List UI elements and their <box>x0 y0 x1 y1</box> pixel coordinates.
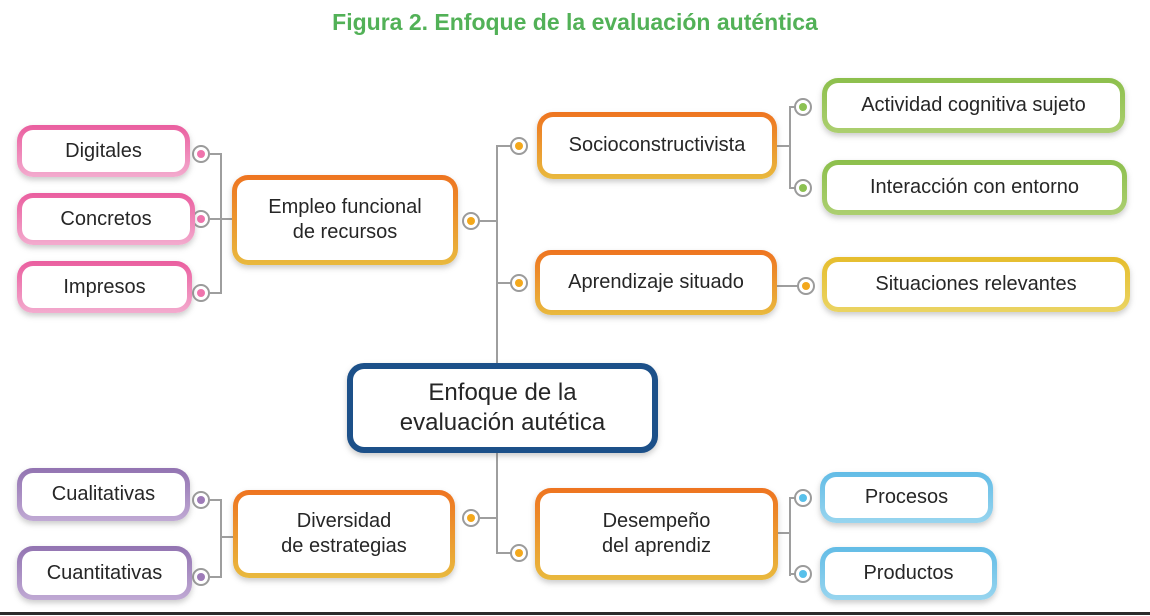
connector-line <box>210 499 222 501</box>
node-aprendizaje-situado-label: Aprendizaje situado <box>568 271 744 293</box>
node-empleo-funcional: Empleo funcional de recursos <box>232 175 458 265</box>
connector-line <box>210 153 222 155</box>
node-procesos: Procesos <box>820 472 993 523</box>
connector-line <box>210 292 222 294</box>
node-socioconstructivista-label: Socioconstructivista <box>568 134 746 156</box>
connector-line <box>220 499 222 578</box>
node-impresos: Impresos <box>17 261 192 313</box>
node-desempeno-aprendiz: Desempeño del aprendiz <box>535 488 778 580</box>
connector-dot-procesos <box>794 489 812 507</box>
connector-line <box>480 220 497 222</box>
connector-line <box>789 187 797 189</box>
node-diversidad-estrategias-label: Diversidad de estrategias <box>281 510 407 557</box>
node-productos-label: Productos <box>863 562 954 584</box>
node-actividad-cognitiva: Actividad cognitiva sujeto <box>822 78 1125 133</box>
connector-line <box>496 282 512 284</box>
figure-title: Figura 2. Enfoque de la evaluación autén… <box>332 9 818 35</box>
node-situaciones-relevantes: Situaciones relevantes <box>822 257 1130 312</box>
connector-line <box>496 552 511 554</box>
node-situaciones-relevantes-label: Situaciones relevantes <box>875 273 1077 295</box>
node-cualitativas-label: Cualitativas <box>51 483 156 505</box>
connector-dot-actividad <box>794 98 812 116</box>
node-empleo-funcional-label: Empleo funcional de recursos <box>268 196 422 243</box>
connector-dot-cualitativas <box>192 491 210 509</box>
node-cualitativas: Cualitativas <box>17 468 190 521</box>
node-cuantitativas: Cuantitativas <box>17 546 192 600</box>
connector-dot-socioconstructivista <box>510 137 528 155</box>
connector-line <box>789 573 797 575</box>
node-digitales: Digitales <box>17 125 190 177</box>
node-center-label: Enfoque de la evaluación autética <box>399 379 606 436</box>
node-socioconstructivista: Socioconstructivista <box>537 112 777 179</box>
node-center: Enfoque de la evaluación autética <box>347 363 658 453</box>
connector-line <box>210 218 232 220</box>
connector-dot-situaciones <box>797 277 815 295</box>
connector-dot-estrategias <box>462 509 480 527</box>
node-productos: Productos <box>820 547 997 600</box>
connector-line <box>789 497 791 576</box>
node-interaccion-entorno: Interacción con entorno <box>822 160 1127 215</box>
connector-line <box>496 145 498 364</box>
connector-line <box>789 497 797 499</box>
node-diversidad-estrategias: Diversidad de estrategias <box>233 490 455 578</box>
node-procesos-label: Procesos <box>864 486 949 508</box>
node-actividad-cognitiva-label: Actividad cognitiva sujeto <box>861 94 1086 116</box>
node-desempeno-aprendiz-label: Desempeño del aprendiz <box>602 510 711 557</box>
connector-line <box>777 145 791 147</box>
connector-line <box>789 106 791 189</box>
connector-dot-desempeno <box>510 544 528 562</box>
connector-dot-aprendizaje <box>510 274 528 292</box>
node-interaccion-entorno-label: Interacción con entorno <box>869 176 1080 198</box>
connector-line <box>210 576 222 578</box>
connector-line <box>496 145 512 147</box>
connector-dot-digitales <box>192 145 210 163</box>
connector-dot-recursos <box>462 212 480 230</box>
node-impresos-label: Impresos <box>63 275 146 298</box>
page-bottom-rule <box>0 612 1150 615</box>
node-cuantitativas-label: Cuantitativas <box>46 561 163 584</box>
connector-dot-impresos <box>192 284 210 302</box>
connector-dot-cuantitativas <box>192 568 210 586</box>
node-digitales-label: Digitales <box>65 139 142 162</box>
connector-line <box>480 517 497 519</box>
connector-line <box>789 106 797 108</box>
connector-line <box>778 532 791 534</box>
connector-line <box>220 153 222 294</box>
connector-dot-interaccion <box>794 179 812 197</box>
connector-line <box>777 285 798 287</box>
connector-line <box>220 536 234 538</box>
connector-line <box>496 453 498 554</box>
node-concretos: Concretos <box>17 193 195 245</box>
node-aprendizaje-situado: Aprendizaje situado <box>535 250 777 315</box>
node-concretos-label: Concretos <box>60 207 152 230</box>
connector-dot-productos <box>794 565 812 583</box>
